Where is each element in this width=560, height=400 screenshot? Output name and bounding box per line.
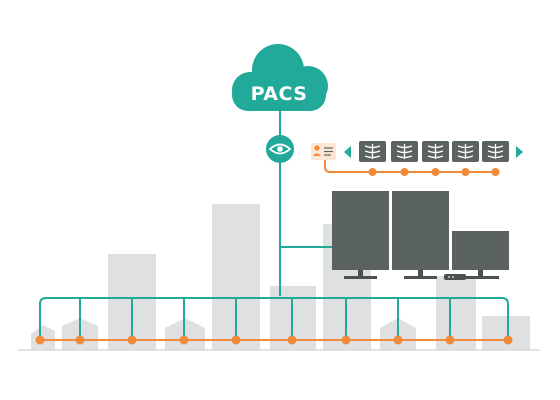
xray-thumbnail-icon[interactable] — [422, 141, 449, 162]
network-nodes — [35, 335, 513, 345]
network-node[interactable] — [231, 335, 241, 345]
building — [436, 276, 476, 350]
thumbnail-node — [491, 168, 500, 176]
thumbnail-node — [400, 168, 409, 176]
monitor-base — [344, 276, 377, 279]
eye-icon[interactable] — [266, 135, 294, 163]
network-node[interactable] — [393, 335, 403, 345]
monitor[interactable] — [332, 191, 389, 270]
xray-thumbnail-icon[interactable] — [452, 141, 479, 162]
xray-thumbnail-strip — [359, 141, 509, 162]
monitor-base — [404, 276, 437, 279]
network-node[interactable] — [287, 335, 297, 345]
thumbnail-node — [431, 168, 440, 176]
thumbnail-node — [461, 168, 470, 176]
network-bus — [39, 297, 509, 340]
building — [482, 316, 530, 350]
network-node[interactable] — [35, 335, 45, 345]
thumbnail-nodes — [368, 168, 500, 176]
cloud-label: PACS — [251, 83, 308, 105]
xray-thumbnail-icon[interactable] — [391, 141, 418, 162]
network-drops — [79, 298, 451, 340]
xray-thumbnail-icon[interactable] — [359, 141, 386, 162]
network-node[interactable] — [341, 335, 351, 345]
keyboard-device — [444, 274, 466, 280]
monitor-stand — [418, 270, 423, 276]
workstation — [332, 191, 509, 280]
monitor[interactable] — [392, 191, 449, 270]
arrow-left-icon[interactable] — [344, 146, 351, 158]
pacs-cloud[interactable]: PACS — [232, 44, 328, 111]
network-node[interactable] — [503, 335, 513, 345]
monitor[interactable] — [452, 231, 509, 270]
thumbnail-link-line — [324, 160, 495, 173]
thumbnail-node — [368, 168, 377, 176]
network-node[interactable] — [179, 335, 189, 345]
arrow-right-icon[interactable] — [516, 146, 523, 158]
network-node[interactable] — [445, 335, 455, 345]
xray-thumbnail-icon[interactable] — [482, 141, 509, 162]
monitor-stand — [358, 270, 363, 276]
monitor-stand — [478, 270, 483, 276]
patient-card-icon[interactable] — [311, 143, 336, 160]
network-node[interactable] — [75, 335, 85, 345]
network-node[interactable] — [127, 335, 137, 345]
monitor-base — [466, 276, 499, 279]
